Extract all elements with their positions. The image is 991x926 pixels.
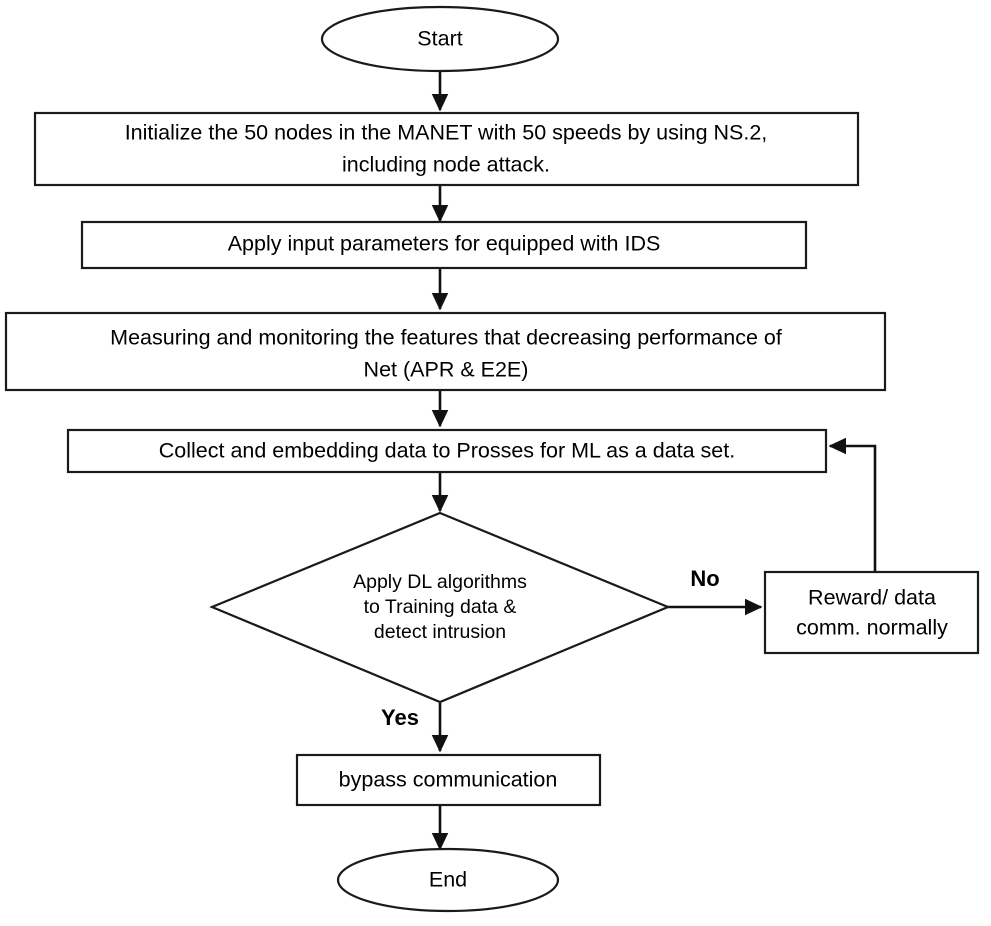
initialize-box-shape — [33, 111, 860, 187]
end-ellipse-shape — [336, 847, 560, 913]
edge-label-layer: No Yes — [381, 566, 720, 730]
measuring-line-1: Measuring and monitoring the features th… — [110, 326, 782, 350]
bypass-line-1: bypass communication — [339, 768, 558, 792]
node-apply-params[interactable]: Apply input parameters for equipped with… — [80, 220, 808, 270]
decision-line-3: detect intrusion — [374, 621, 506, 643]
edge-label-yes: Yes — [381, 705, 419, 730]
measuring-box-shape — [4, 311, 887, 392]
node-reward[interactable]: Reward/ data comm. normally — [763, 570, 980, 655]
node-start[interactable]: Start — [320, 5, 560, 73]
apply-params-box-shape — [80, 220, 808, 270]
connector-layer — [431, 69, 877, 851]
node-decision[interactable]: Apply DL algorithms to Training data & d… — [209, 511, 671, 704]
decision-line-2: to Training data & — [364, 596, 517, 618]
connector-reward-feedback-to-collect — [828, 437, 877, 572]
node-bypass[interactable]: bypass communication — [295, 753, 602, 807]
start-label: Start — [417, 27, 462, 51]
reward-line-1: Reward/ data — [808, 586, 936, 610]
node-end[interactable]: End — [336, 847, 560, 913]
decision-diamond-shape — [209, 511, 671, 704]
node-measuring[interactable]: Measuring and monitoring the features th… — [4, 311, 887, 392]
collect-line-1: Collect and embedding data to Prosses fo… — [159, 439, 735, 463]
collect-box-shape — [66, 428, 828, 474]
initialize-line-2: including node attack. — [342, 153, 550, 177]
end-label: End — [429, 868, 467, 892]
reward-line-2: comm. normally — [796, 616, 948, 640]
edge-label-no: No — [690, 566, 719, 591]
apply-params-line-1: Apply input parameters for equipped with… — [228, 232, 661, 256]
measuring-line-2: Net (APR & E2E) — [364, 358, 529, 382]
node-collect[interactable]: Collect and embedding data to Prosses fo… — [66, 428, 828, 474]
start-ellipse-shape — [320, 5, 560, 73]
bypass-box-shape — [295, 753, 602, 807]
reward-box-shape — [763, 570, 980, 655]
node-initialize[interactable]: Initialize the 50 nodes in the MANET wit… — [33, 111, 860, 187]
decision-line-1: Apply DL algorithms — [353, 571, 527, 593]
initialize-line-1: Initialize the 50 nodes in the MANET wit… — [125, 121, 768, 145]
